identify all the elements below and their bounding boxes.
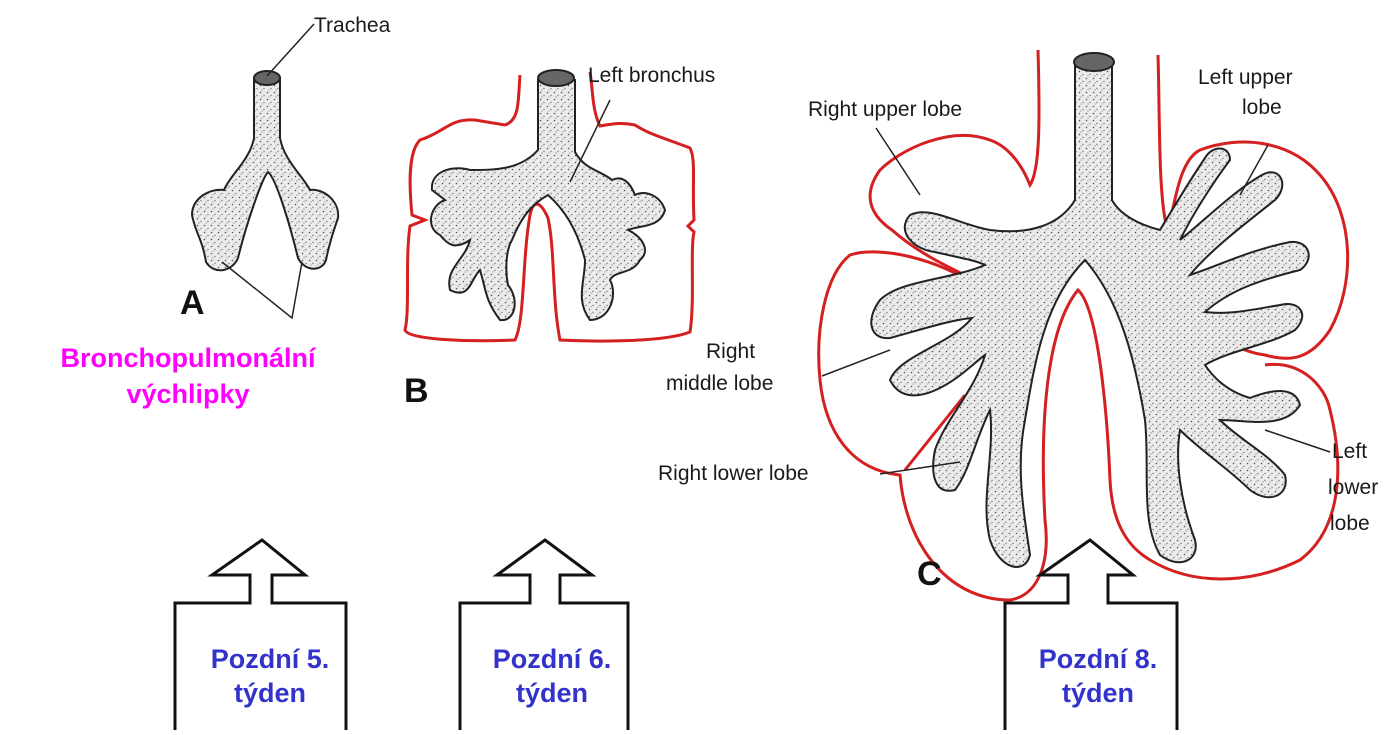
label-right-lower-lobe: Right lower lobe: [658, 462, 809, 486]
panel-a-trachea-opening: [254, 71, 280, 85]
label-right-middle-lobe-line1: Right: [706, 340, 755, 364]
label-trachea: Trachea: [314, 14, 390, 38]
right-middle-lobe-leader: [822, 350, 890, 376]
panel-label-a: A: [180, 284, 205, 323]
caption-line1: Bronchopulmonální: [0, 340, 376, 376]
panel-a-lung-buds: [192, 24, 338, 318]
label-right-middle-lobe-line2: middle lobe: [666, 372, 773, 396]
label-right-upper-lobe: Right upper lobe: [808, 98, 962, 122]
panel-b-lung: [405, 70, 694, 341]
panel-label-b: B: [404, 372, 429, 411]
trachea-leader-line: [267, 24, 314, 76]
caption-line2: výchlipky: [0, 376, 376, 412]
arrow-2-line1: Pozdní 6.: [452, 642, 652, 676]
arrow-1-line2: týden: [170, 676, 370, 710]
label-left-upper-lobe-line1: Left upper: [1198, 66, 1293, 90]
label-left-lower-lobe-line1: Left: [1332, 440, 1367, 464]
arrow-2-line2: týden: [452, 676, 652, 710]
panel-a-bronchial-tree: [192, 78, 338, 270]
bud-leader-lines: [222, 262, 302, 318]
panel-label-c: C: [917, 555, 942, 594]
label-left-upper-lobe-line2: lobe: [1242, 96, 1282, 120]
label-left-bronchus: Left bronchus: [588, 64, 715, 88]
arrow-3-label: Pozdní 8. týden: [998, 642, 1198, 710]
arrow-3-line1: Pozdní 8.: [998, 642, 1198, 676]
label-left-lower-lobe-line3: lobe: [1330, 512, 1370, 536]
arrow-3-line2: týden: [998, 676, 1198, 710]
arrow-1-line1: Pozdní 5.: [170, 642, 370, 676]
panel-b-trachea-opening: [538, 70, 574, 86]
arrow-1-label: Pozdní 5. týden: [170, 642, 370, 710]
panel-b-bronchial-tree: [431, 80, 665, 320]
arrow-2-label: Pozdní 6. týden: [452, 642, 652, 710]
panel-c-trachea-opening: [1074, 53, 1114, 71]
label-left-lower-lobe-line2: lower: [1328, 476, 1378, 500]
panel-c-lung: [819, 50, 1348, 600]
caption-bronchopulmonary-buds: Bronchopulmonální výchlipky: [0, 340, 376, 412]
left-lower-lobe-leader: [1265, 430, 1330, 452]
right-upper-lobe-leader: [876, 128, 920, 195]
